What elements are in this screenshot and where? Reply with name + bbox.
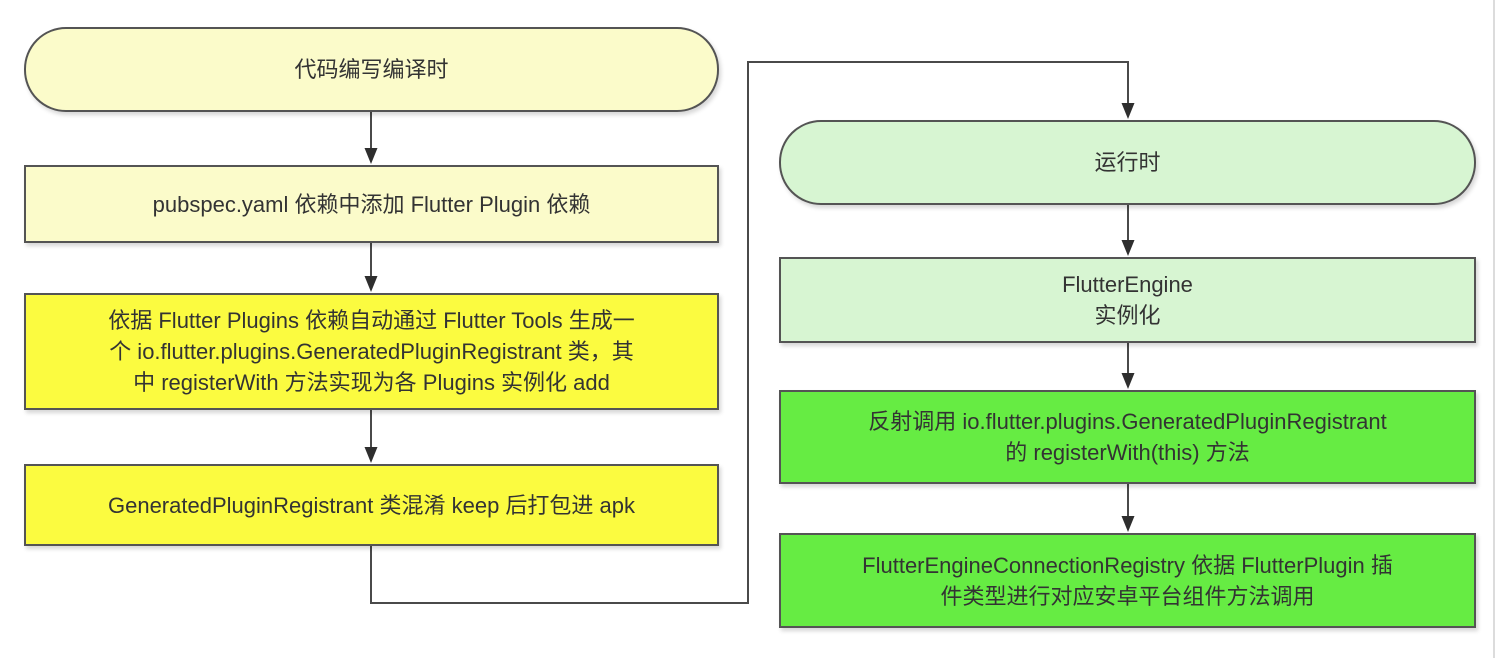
node-label: GeneratedPluginRegistrant 类混淆 keep 后打包进 …	[107, 492, 635, 518]
node-engine-connection-registry: FlutterEngineConnectionRegistry 依据 Flutt…	[779, 533, 1476, 628]
node-label: 代码编写编译时	[294, 57, 449, 82]
node-label-line: 的 registerWith(this) 方法	[1005, 440, 1250, 465]
node-compile-phase-pill: 代码编写编译时	[24, 27, 719, 112]
connector-reflect-to-registry	[1121, 484, 1135, 532]
node-label-line: 实例化	[1094, 303, 1161, 328]
node-label-line: 反射调用 io.flutter.plugins.GeneratedPluginR…	[868, 409, 1387, 434]
node-runtime-phase-pill: 运行时	[779, 120, 1476, 205]
connector-runtime-to-engine	[1121, 205, 1135, 256]
node-reflect-register-with: 反射调用 io.flutter.plugins.GeneratedPluginR…	[779, 390, 1476, 484]
node-label-line: 个 io.flutter.plugins.GeneratedPluginRegi…	[109, 339, 634, 364]
node-label: 运行时	[1094, 150, 1161, 175]
page-right-edge-divider	[1493, 0, 1495, 658]
connector-generate-to-package	[364, 410, 378, 463]
node-label-line: FlutterEngine	[1062, 272, 1193, 297]
connector-pubspec-to-generate	[364, 243, 378, 292]
node-label-line: 中 registerWith 方法实现为各 Plugins 实例化 add	[133, 370, 610, 395]
connector-engine-to-reflect	[1121, 343, 1135, 389]
node-label-line: 件类型进行对应安卓平台组件方法调用	[940, 583, 1315, 609]
connector-compile-to-pubspec	[364, 112, 378, 164]
node-generated-plugin-registrant: 依据 Flutter Plugins 依赖自动通过 Flutter Tools …	[24, 293, 719, 410]
connector-package-to-runtime	[370, 61, 1135, 604]
node-pubspec-dependency: pubspec.yaml 依赖中添加 Flutter Plugin 依赖	[24, 165, 719, 243]
node-label-line: 依据 Flutter Plugins 依赖自动通过 Flutter Tools …	[108, 308, 635, 333]
node-label: pubspec.yaml 依赖中添加 Flutter Plugin 依赖	[152, 191, 591, 217]
node-flutter-engine-instantiate: FlutterEngine 实例化	[779, 257, 1476, 343]
node-package-apk: GeneratedPluginRegistrant 类混淆 keep 后打包进 …	[24, 464, 719, 546]
node-label-line: FlutterEngineConnectionRegistry 依据 Flutt…	[862, 552, 1393, 578]
